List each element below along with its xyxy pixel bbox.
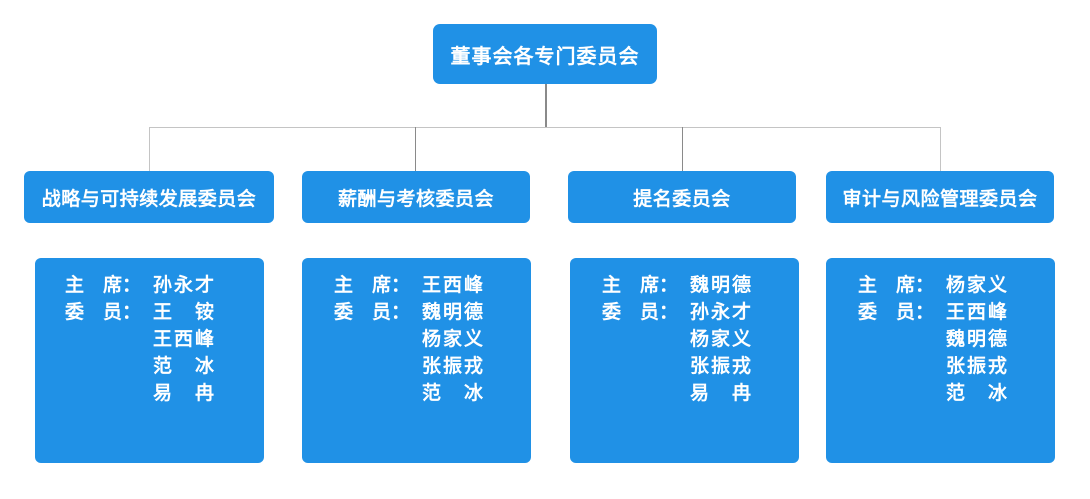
member-name: 王 铵 — [153, 302, 217, 323]
member-row: 委 员： 王 铵 — [65, 297, 264, 324]
member-name: 魏明德 — [946, 329, 1010, 350]
chair-label: 主 席： — [602, 275, 679, 296]
member-label-blank — [334, 378, 422, 405]
connector-bus-left — [149, 127, 545, 128]
member-row: 杨家义 — [334, 324, 531, 351]
member-name: 杨家义 — [690, 329, 754, 350]
member-name: 张振戎 — [422, 356, 486, 377]
member-label-blank — [65, 351, 153, 378]
root-node-board-committees[interactable]: 董事会各专门委员会 — [433, 24, 657, 84]
member-row: 王西峰 — [65, 324, 264, 351]
member-name: 孙永才 — [690, 302, 754, 323]
committee-header-1[interactable]: 战略与可持续发展委员会 — [24, 171, 274, 223]
member-row: 范 冰 — [65, 351, 264, 378]
connector-drop-4 — [940, 127, 941, 171]
chair-row: 主 席： 孙永才 — [65, 270, 264, 297]
member-row: 魏明德 — [858, 324, 1055, 351]
connector-drop-3 — [682, 127, 683, 171]
chair-label: 主 席： — [334, 275, 411, 296]
member-row: 易 冉 — [65, 378, 264, 405]
member-label-blank — [602, 351, 690, 378]
member-row: 杨家义 — [602, 324, 799, 351]
connector-drop-1 — [149, 127, 150, 171]
member-list-3: 主 席： 魏明德 委 员： 孙永才 杨家义 张振戎 易 冉 — [570, 270, 799, 405]
member-label: 委 员： — [602, 302, 679, 323]
committee-body-2: 主 席： 王西峰 委 员： 魏明德 杨家义 张振戎 范 冰 — [302, 258, 531, 463]
member-name: 范 冰 — [422, 383, 486, 404]
member-name: 张振戎 — [690, 356, 754, 377]
member-row: 委 员： 魏明德 — [334, 297, 531, 324]
member-label-blank — [858, 324, 946, 351]
chair-row: 主 席： 杨家义 — [858, 270, 1055, 297]
member-label-blank — [65, 378, 153, 405]
member-row: 委 员： 孙永才 — [602, 297, 799, 324]
committee-header-2[interactable]: 薪酬与考核委员会 — [302, 171, 530, 223]
committee-name-2: 薪酬与考核委员会 — [337, 188, 494, 210]
member-name: 范 冰 — [153, 356, 217, 377]
member-list-1: 主 席： 孙永才 委 员： 王 铵 王西峰 范 冰 易 冉 — [35, 270, 264, 405]
member-name: 易 冉 — [153, 383, 217, 404]
member-name: 张振戎 — [946, 356, 1010, 377]
committee-body-4: 主 席： 杨家义 委 员： 王西峰 魏明德 张振戎 范 冰 — [826, 258, 1055, 463]
member-name: 杨家义 — [422, 329, 486, 350]
member-label-blank — [858, 351, 946, 378]
member-label-blank — [334, 351, 422, 378]
committee-name-4: 审计与风险管理委员会 — [842, 188, 1038, 210]
member-row: 张振戎 — [334, 351, 531, 378]
member-label: 委 员： — [858, 302, 935, 323]
chair-label: 主 席： — [858, 275, 935, 296]
member-label-blank — [858, 378, 946, 405]
root-node-label: 董事会各专门委员会 — [450, 45, 640, 68]
connector-bus-right — [545, 127, 941, 128]
member-row: 范 冰 — [858, 378, 1055, 405]
member-row: 委 员： 王西峰 — [858, 297, 1055, 324]
connector-drop-2 — [415, 127, 416, 171]
member-label-blank — [334, 324, 422, 351]
committee-header-4[interactable]: 审计与风险管理委员会 — [826, 171, 1054, 223]
member-row: 范 冰 — [334, 378, 531, 405]
member-name: 王西峰 — [153, 329, 217, 350]
connector-root-stem — [545, 84, 547, 128]
committee-name-1: 战略与可持续发展委员会 — [41, 188, 257, 210]
chair-name: 杨家义 — [946, 275, 1010, 296]
member-list-4: 主 席： 杨家义 委 员： 王西峰 魏明德 张振戎 范 冰 — [826, 270, 1055, 405]
chair-row: 主 席： 魏明德 — [602, 270, 799, 297]
committee-body-1: 主 席： 孙永才 委 员： 王 铵 王西峰 范 冰 易 冉 — [35, 258, 264, 463]
committee-name-3: 提名委员会 — [633, 188, 731, 210]
member-label-blank — [602, 378, 690, 405]
chair-label: 主 席： — [65, 275, 142, 296]
chair-name: 孙永才 — [153, 275, 217, 296]
chair-row: 主 席： 王西峰 — [334, 270, 531, 297]
member-row: 张振戎 — [602, 351, 799, 378]
member-row: 张振戎 — [858, 351, 1055, 378]
member-name: 范 冰 — [946, 383, 1010, 404]
chair-name: 魏明德 — [690, 275, 754, 296]
member-list-2: 主 席： 王西峰 委 员： 魏明德 杨家义 张振戎 范 冰 — [302, 270, 531, 405]
member-label-blank — [602, 324, 690, 351]
member-name: 魏明德 — [422, 302, 486, 323]
member-name: 易 冉 — [690, 383, 754, 404]
member-label: 委 员： — [334, 302, 411, 323]
member-label: 委 员： — [65, 302, 142, 323]
committee-body-3: 主 席： 魏明德 委 员： 孙永才 杨家义 张振戎 易 冉 — [570, 258, 799, 463]
chair-name: 王西峰 — [422, 275, 486, 296]
member-name: 王西峰 — [946, 302, 1010, 323]
member-label-blank — [65, 324, 153, 351]
member-row: 易 冉 — [602, 378, 799, 405]
committee-header-3[interactable]: 提名委员会 — [568, 171, 796, 223]
